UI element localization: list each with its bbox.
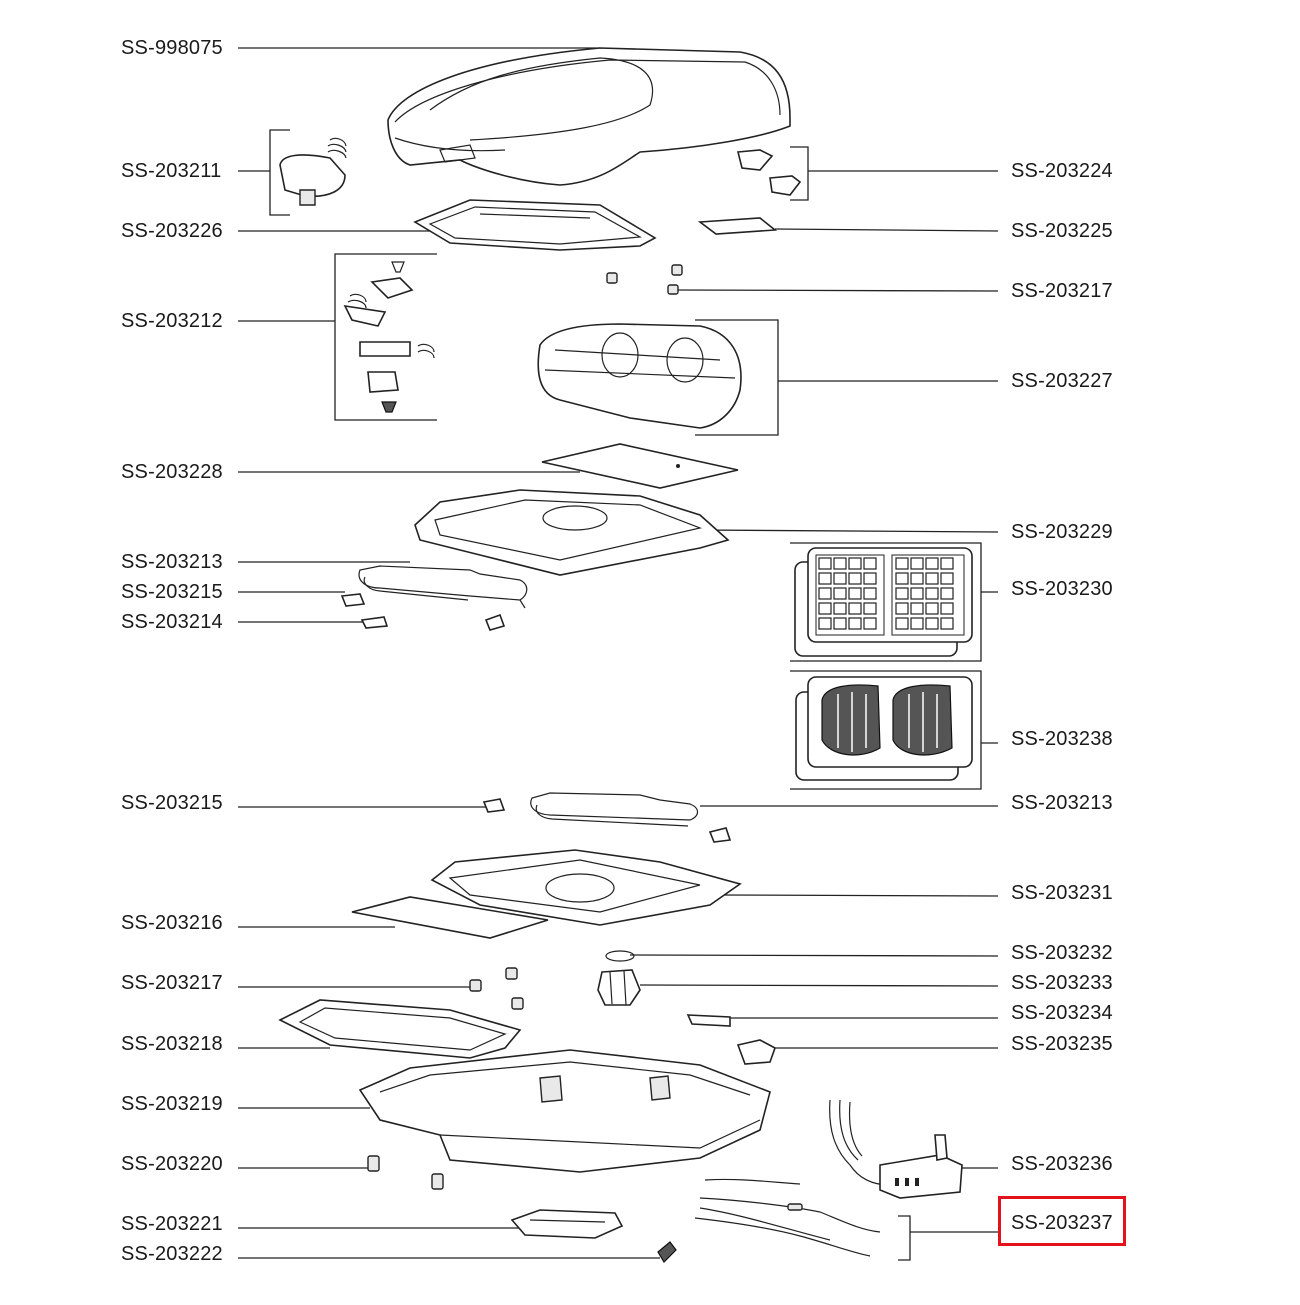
part-label-right: SS-203230 (1011, 578, 1113, 600)
part-label-right: SS-203232 (1011, 942, 1113, 964)
insulation-sheet-lower-part (351, 896, 549, 939)
part-label-left: SS-203222 (121, 1243, 223, 1265)
sandwich-plate-part (795, 676, 973, 781)
hinge-cover-part (279, 137, 347, 206)
part-label-right: SS-203227 (1011, 370, 1113, 392)
part-label-right: SS-203231 (1011, 882, 1113, 904)
part-label-left: SS-203220 (121, 1153, 223, 1175)
connector-part (597, 969, 641, 1006)
part-label-left: SS-998075 (121, 37, 223, 59)
part-label-right-highlighted: SS-203237 (1011, 1212, 1113, 1234)
leader-lines-right (629, 146, 999, 1261)
wire-set-part (694, 1178, 881, 1257)
heating-element-upper-part (358, 565, 528, 609)
part-label-left: SS-203215 (121, 581, 223, 603)
feet-part (367, 1155, 444, 1190)
bushings-top-part (606, 264, 683, 295)
part-label-left: SS-203212 (121, 310, 223, 332)
upper-plate-holder-part (414, 489, 730, 576)
lower-plate-holder-part (430, 849, 742, 926)
switch-part (736, 1039, 776, 1065)
bracket-part (686, 1014, 731, 1027)
part-label-right: SS-203238 (1011, 728, 1113, 750)
base-plate-part (278, 999, 522, 1059)
handle-housing-part (537, 323, 742, 429)
power-cord-part (829, 1099, 963, 1199)
part-label-right: SS-203236 (1011, 1153, 1113, 1175)
bottom-housing-part (358, 1049, 771, 1173)
small-plate-part (697, 217, 778, 235)
part-label-left: SS-203226 (121, 220, 223, 242)
part-label-left: SS-203218 (121, 1033, 223, 1055)
bottom-cover-part (510, 1209, 624, 1239)
clip-lower-part (482, 798, 506, 813)
part-label-right: SS-203217 (1011, 280, 1113, 302)
part-label-right: SS-203224 (1011, 160, 1113, 182)
part-label-left: SS-203216 (121, 912, 223, 934)
highlight-box (998, 1196, 1126, 1246)
lid-plate-part (413, 199, 657, 251)
leader-lines-left (238, 47, 660, 1259)
part-label-right: SS-203233 (1011, 972, 1113, 994)
part-label-right: SS-203225 (1011, 220, 1113, 242)
part-label-left: SS-203219 (121, 1093, 223, 1115)
part-label-left: SS-203228 (121, 461, 223, 483)
part-label-right: SS-203235 (1011, 1033, 1113, 1055)
o-ring-part (605, 950, 635, 962)
part-label-left: SS-203215 (121, 792, 223, 814)
hinge-assembly-part (343, 261, 435, 413)
part-label-left: SS-203217 (121, 972, 223, 994)
insulation-sheet-part (541, 443, 739, 489)
clips-part (736, 149, 802, 196)
part-label-left: SS-203211 (121, 160, 222, 182)
part-label-right: SS-203213 (1011, 792, 1113, 814)
small-clip-part (657, 1241, 677, 1263)
part-label-right: SS-203234 (1011, 1002, 1113, 1024)
part-label-left: SS-203214 (121, 611, 223, 633)
heating-element-lower-part (530, 792, 732, 843)
waffle-plate-part (794, 547, 973, 657)
part-label-right: SS-203229 (1011, 521, 1113, 543)
top-lid-part (387, 47, 791, 186)
clips-upper-part (340, 593, 506, 631)
part-label-left: SS-203221 (121, 1213, 223, 1235)
bushings-lower-part (469, 967, 524, 1010)
part-label-left: SS-203213 (121, 551, 223, 573)
